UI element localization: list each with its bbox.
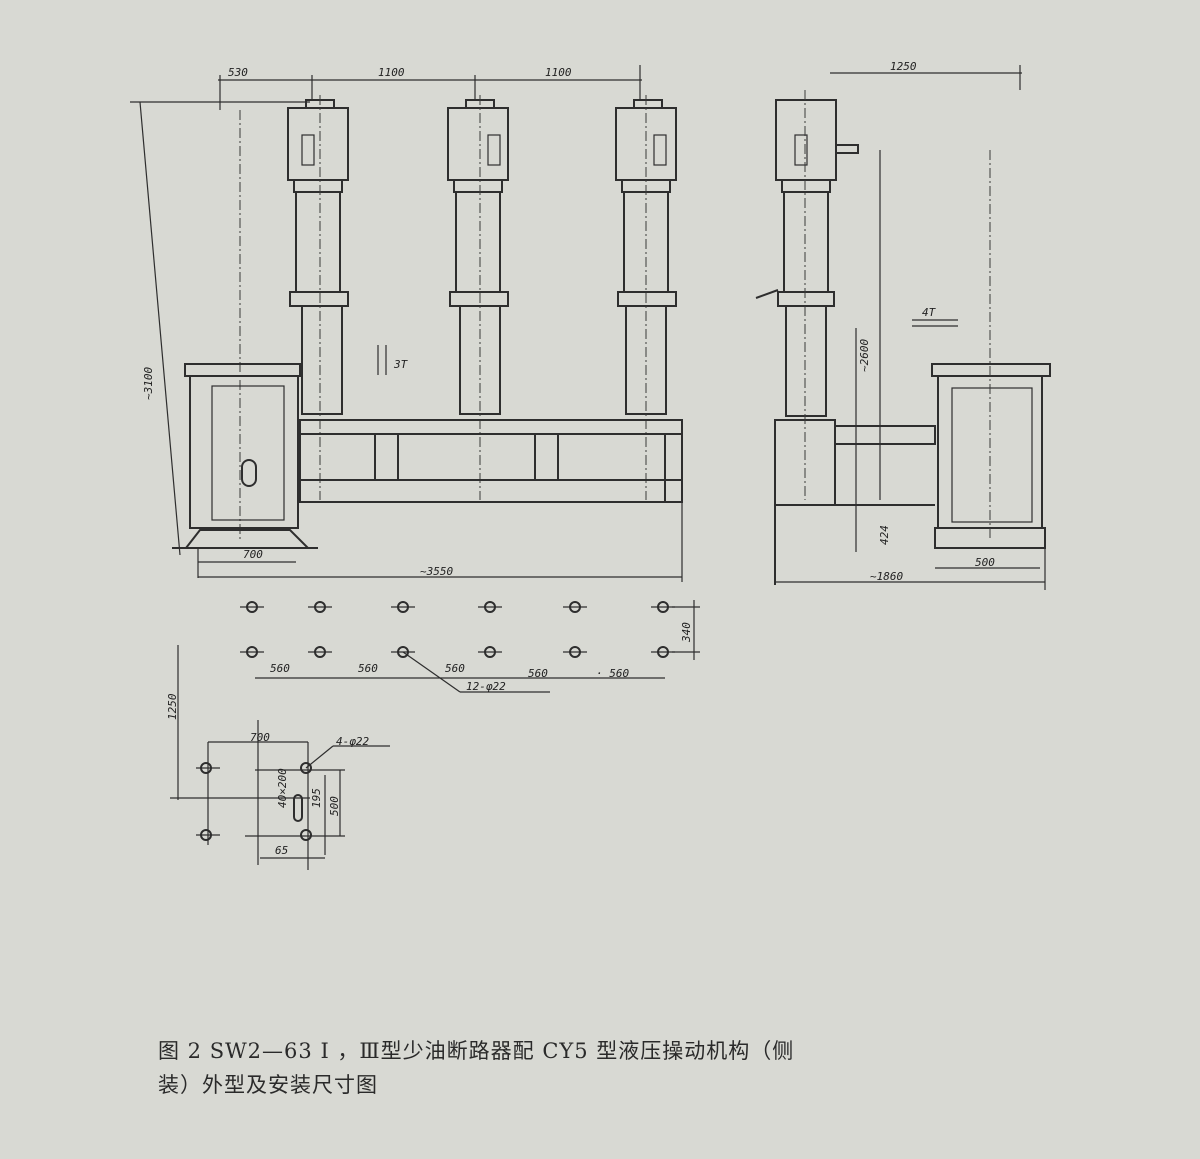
dim-530: 530 [228, 66, 248, 79]
dim-1100-a: 1100 [378, 66, 405, 79]
base-frame [299, 419, 683, 503]
side-view-pole [755, 99, 935, 585]
pole-1 [287, 99, 349, 415]
dim-1250: 1250 [890, 60, 917, 73]
dim-1860: ~1860 [870, 570, 903, 583]
dim-424: 424 [878, 525, 891, 545]
caption-line-1: 图 2 SW2—63 I ，Ⅲ型少油断路器配 CY5 型液压操动机构（侧 [158, 1039, 795, 1063]
dim-1250-plan: 1250 [166, 693, 179, 720]
dim-560-4: 560 [528, 667, 548, 680]
dim-2600: ~2600 [858, 339, 871, 372]
side-view-cabinet [834, 363, 1051, 549]
pole-2 [447, 99, 509, 415]
dim-560-1: 560 [270, 662, 290, 675]
label-4-holes: 4-φ22 [336, 735, 369, 748]
dim-560-3: 560 [445, 662, 465, 675]
dim-700-cabinet: 700 [243, 548, 263, 561]
dim-560-5: · 560 [596, 667, 629, 680]
foundation-hole-plan [177, 600, 700, 800]
label-12-holes: 12-φ22 [466, 680, 506, 693]
top-dimension-lines [130, 65, 1022, 556]
mechanism-foundation-plan [170, 720, 390, 870]
dim-slot: 40×200 [276, 768, 289, 808]
label-4t: 4T [922, 306, 937, 319]
label-3t: 3T [393, 358, 409, 371]
left-mechanism-cabinet [172, 363, 318, 549]
dim-700-mech: 700 [250, 731, 270, 744]
dim-1100-b: 1100 [545, 66, 572, 79]
dim-500-mech: 500 [328, 796, 341, 816]
dim-65: 65 [275, 844, 288, 857]
figure-caption: 图 2 SW2—63 I ，Ⅲ型少油断路器配 CY5 型液压操动机构（侧 装）外… [158, 1034, 1058, 1102]
caption-line-2: 装）外型及安装尺寸图 [158, 1073, 378, 1097]
dim-560-2: 560 [358, 662, 378, 675]
dim-3100: ~3100 [142, 367, 155, 400]
dim-500-side: 500 [975, 556, 995, 569]
dim-340: 340 [680, 622, 693, 643]
dim-3550: ~3550 [420, 565, 453, 578]
dim-195: 195 [310, 788, 323, 808]
